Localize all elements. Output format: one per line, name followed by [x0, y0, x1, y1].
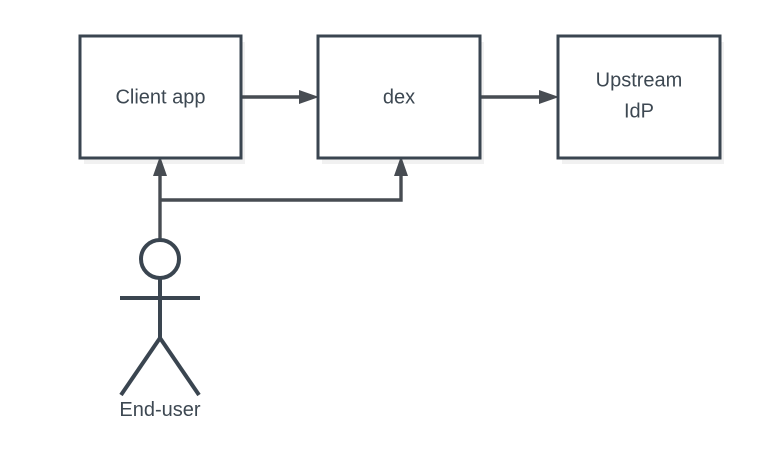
edge-client-app-to-dex[interactable]	[241, 90, 319, 104]
node-dex[interactable]: dex	[316, 34, 482, 160]
dex-to-upstream-idp-arrowhead	[539, 90, 559, 104]
end-user-label: End-user	[119, 399, 200, 421]
end-user-right-leg	[158, 336, 201, 397]
client-app-label: Client app	[115, 86, 205, 108]
upstream-idp-label-line2: IdP	[624, 100, 654, 122]
upstream-idp-label-line1: Upstream	[596, 69, 683, 91]
client-app-box	[78, 34, 243, 160]
client-app-to-dex-arrowhead	[299, 90, 319, 104]
end-user-to-client-app-arrowhead	[153, 156, 167, 176]
end-user-to-dex-line	[160, 172, 403, 202]
end-user-head-icon	[139, 238, 181, 280]
node-upstream-idp[interactable]: Upstream IdP	[556, 34, 722, 160]
edge-end-user-to-dex[interactable]	[160, 156, 408, 202]
edge-dex-to-upstream-idp[interactable]	[481, 90, 559, 104]
end-user-left-leg	[119, 336, 162, 397]
dex-label: dex	[383, 86, 415, 108]
upstream-idp-box	[556, 34, 722, 160]
edge-end-user-to-client-app[interactable]	[153, 156, 167, 240]
node-client-app[interactable]: Client app	[78, 34, 243, 160]
dex-box	[316, 34, 482, 160]
actor-end-user[interactable]: End-user	[119, 238, 201, 421]
end-user-to-dex-arrowhead	[394, 156, 408, 176]
